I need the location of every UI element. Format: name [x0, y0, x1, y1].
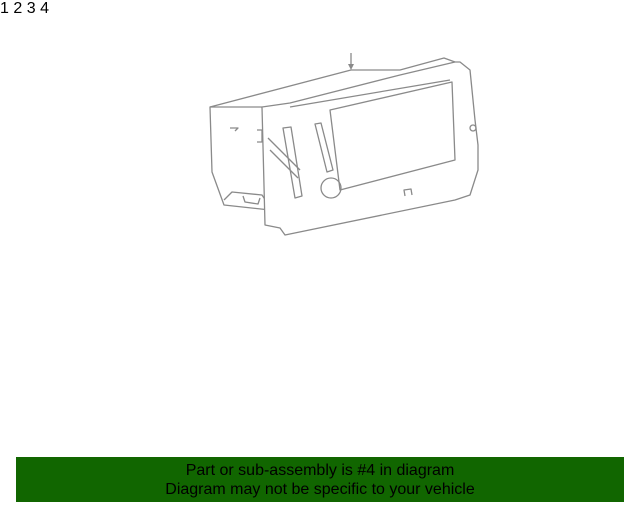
callout-2-label: 2	[13, 0, 23, 17]
callout-1-label: 1	[0, 0, 9, 17]
callout-4-label: 4	[40, 0, 49, 17]
banner-line-2: Diagram may not be specific to your vehi…	[165, 481, 475, 498]
callout-3-label: 3	[26, 0, 36, 17]
part-1-display-unit[interactable]	[209, 53, 479, 236]
info-banner: Part or sub-assembly is #4 in diagram Di…	[16, 457, 624, 502]
banner-line-1: Part or sub-assembly is #4 in diagram	[185, 462, 455, 479]
